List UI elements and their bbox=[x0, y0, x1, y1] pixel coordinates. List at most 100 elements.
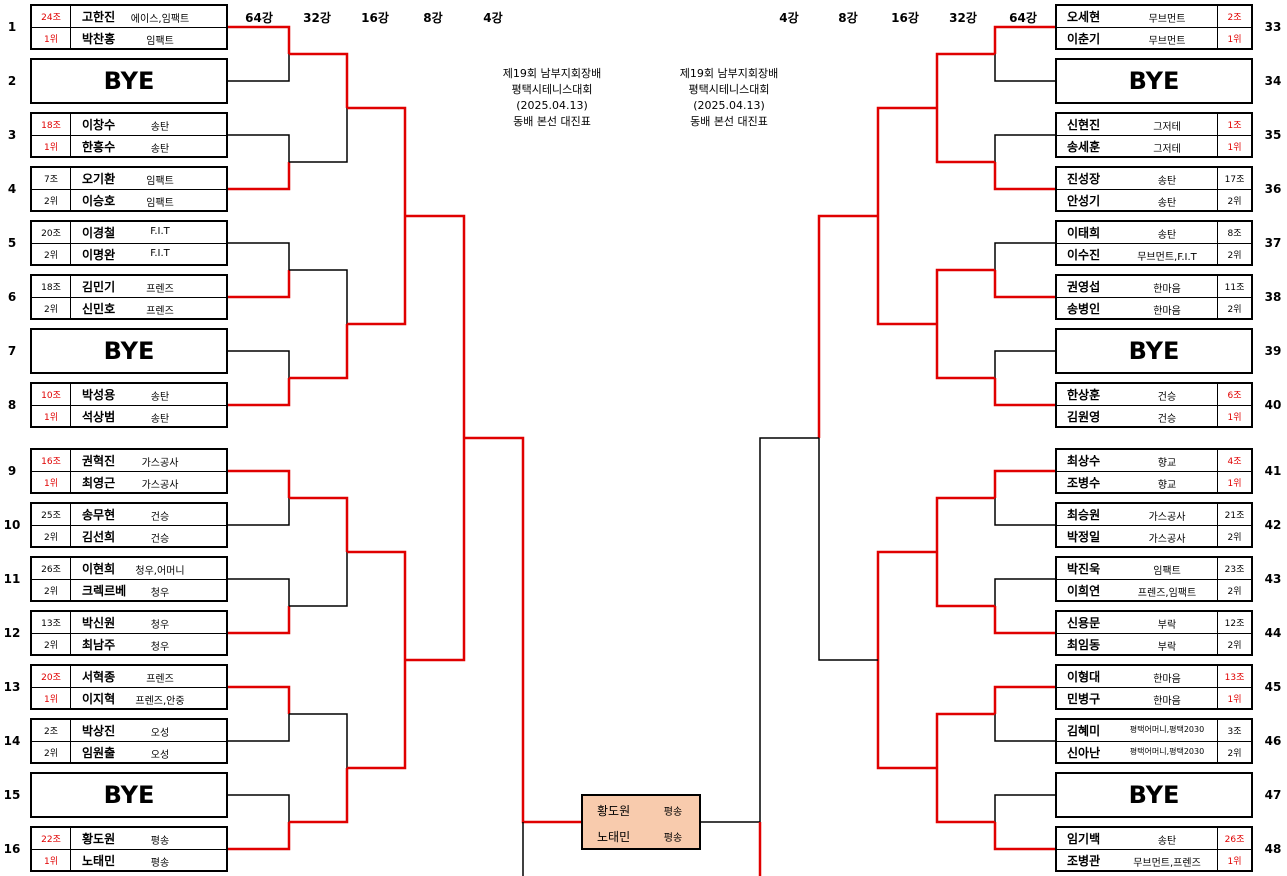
center-club-2: 평송 bbox=[663, 833, 683, 844]
bracket-line bbox=[994, 134, 1055, 162]
club-name: 송탄 bbox=[150, 414, 170, 425]
row-divider bbox=[32, 297, 226, 298]
slot-number: 16 bbox=[3, 842, 21, 856]
bracket-line bbox=[993, 270, 1055, 299]
bracket-line bbox=[228, 606, 291, 635]
rank-tag: 1위 bbox=[43, 857, 58, 867]
bracket-line bbox=[228, 714, 290, 742]
player-name: 이지혁 bbox=[82, 692, 116, 706]
club-name: 한마음 bbox=[1153, 306, 1181, 317]
club-name: 무브먼트 bbox=[1148, 36, 1186, 47]
club-name: 프렌즈 bbox=[146, 674, 174, 685]
player-name: 조병수 bbox=[1067, 476, 1101, 490]
player-name: 최상수 bbox=[1067, 454, 1101, 468]
club-name: 송탄 bbox=[1157, 176, 1177, 187]
center-match-box[interactable]: 황도원 평송 노태민 평송 bbox=[581, 794, 701, 850]
bye-box: BYE bbox=[1055, 58, 1253, 104]
slot-number: 39 bbox=[1264, 344, 1282, 358]
club-name: 부락 bbox=[1157, 642, 1177, 653]
club-name: 무브먼트,프렌즈 bbox=[1133, 858, 1201, 869]
round-label-right-2: 16강 bbox=[891, 11, 919, 25]
player-name: 송병인 bbox=[1067, 302, 1101, 316]
bracket-line bbox=[935, 496, 995, 552]
player-name: 서혁종 bbox=[82, 670, 116, 684]
player-name: 신아난 bbox=[1067, 746, 1101, 760]
player-name: 임기백 bbox=[1067, 832, 1101, 846]
slot-number: 44 bbox=[1264, 626, 1282, 640]
player-name: 박신원 bbox=[82, 616, 116, 630]
club-name: 평송 bbox=[150, 858, 170, 869]
slot-number: 33 bbox=[1264, 20, 1282, 34]
group-tag: 17조 bbox=[1224, 175, 1245, 185]
group-tag: 16조 bbox=[41, 457, 61, 467]
rank-tag: 2위 bbox=[43, 305, 58, 315]
bracket-line bbox=[228, 685, 291, 714]
group-tag: 4조 bbox=[1227, 457, 1242, 467]
bracket-line bbox=[464, 436, 581, 824]
bracket-line bbox=[994, 242, 1055, 270]
club-name: 향교 bbox=[1157, 458, 1177, 469]
title-line: 제19회 남부지회장배 bbox=[679, 67, 779, 80]
rank-tag: 2위 bbox=[1227, 533, 1242, 543]
group-tag: 24조 bbox=[41, 13, 61, 23]
club-name: 한마음 bbox=[1153, 284, 1181, 295]
round-label-right-3: 32강 bbox=[949, 11, 977, 25]
row-divider bbox=[1057, 297, 1251, 298]
group-tag: 1조 bbox=[1227, 121, 1242, 131]
bracket-line bbox=[993, 162, 1055, 191]
player-name: 크렉르베 bbox=[82, 584, 127, 598]
row-divider bbox=[32, 633, 226, 634]
bracket-line bbox=[405, 438, 466, 662]
row-divider bbox=[32, 243, 226, 244]
club-name: 건승 bbox=[1157, 392, 1177, 403]
row-divider bbox=[32, 405, 226, 406]
slot-number: 12 bbox=[3, 626, 21, 640]
bracket-line bbox=[876, 106, 937, 216]
player-name: 이춘기 bbox=[1067, 32, 1101, 46]
club-name: 송탄 bbox=[1157, 836, 1177, 847]
rank-tag: 2위 bbox=[1227, 749, 1242, 759]
club-name: 송탄 bbox=[150, 122, 170, 133]
player-name: 박상진 bbox=[82, 724, 116, 738]
round-label-right-1: 8강 bbox=[838, 11, 858, 25]
rank-tag: 2위 bbox=[43, 251, 58, 261]
title-line: (2025.04.13) bbox=[693, 99, 765, 112]
bracket-line bbox=[993, 606, 1055, 635]
club-name: 임팩트 bbox=[1153, 566, 1181, 577]
rank-tag: 1위 bbox=[43, 143, 58, 153]
club-name: 가스공사 bbox=[1148, 534, 1186, 545]
bracket-line bbox=[818, 438, 878, 661]
player-name: 송세훈 bbox=[1067, 140, 1101, 154]
bracket-line bbox=[347, 550, 407, 660]
bye-box: BYE bbox=[30, 58, 228, 104]
rank-tag: 1위 bbox=[1227, 143, 1242, 153]
